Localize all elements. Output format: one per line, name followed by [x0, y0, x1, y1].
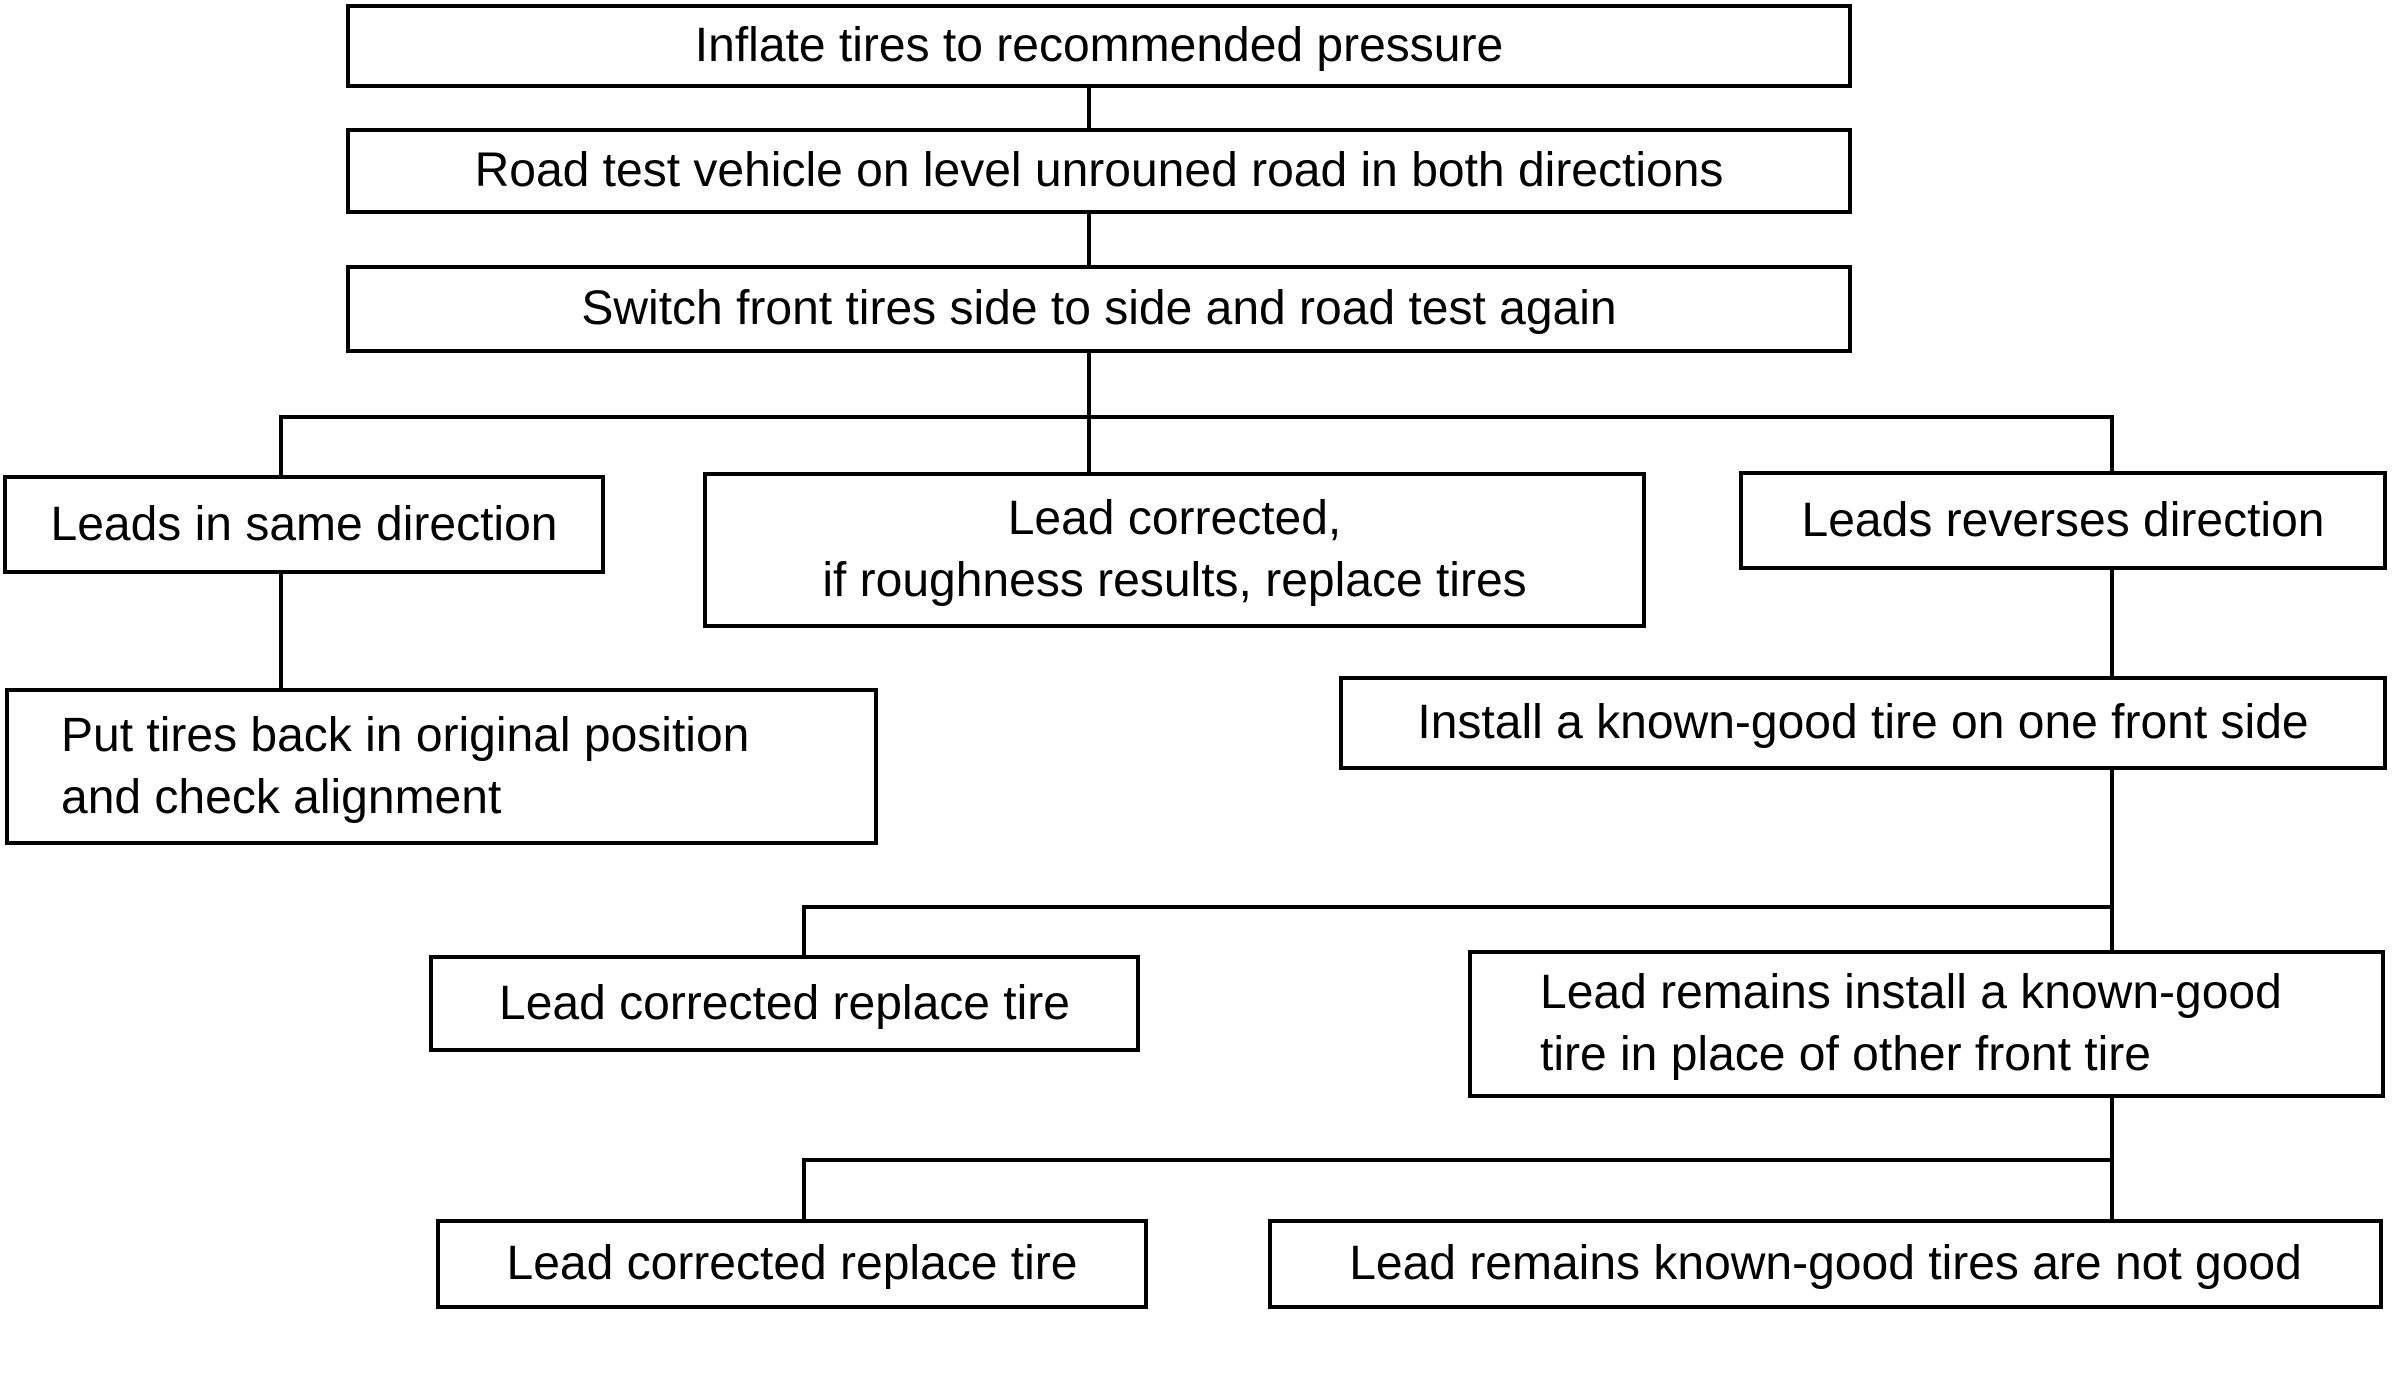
node-lead-corrected-roughness: Lead corrected, if roughness results, re… — [703, 472, 1646, 628]
connector-branch3-to-lead-corrected-2 — [802, 1158, 806, 1219]
connector-branch2-to-lead-remains-install — [2110, 905, 2114, 950]
node-lead-corrected-replace-tire-1: Lead corrected replace tire — [429, 955, 1140, 1052]
node-lead-corrected-replace-tire-2: Lead corrected replace tire — [436, 1219, 1148, 1309]
connector-switch-to-branch — [1087, 353, 1091, 417]
connector-branch3-horizontal — [802, 1158, 2114, 1162]
node-put-tires-back: Put tires back in original position and … — [5, 688, 878, 845]
connector-lead-remains-to-branch3 — [2110, 1098, 2114, 1158]
node-lead-remains-not-good: Lead remains known-good tires are not go… — [1268, 1219, 2383, 1309]
connector-install-to-branch2 — [2110, 770, 2114, 905]
node-lead-remains-install-other: Lead remains install a known-good tire i… — [1468, 950, 2385, 1098]
node-road-test: Road test vehicle on level unrouned road… — [346, 128, 1852, 214]
connector-branch2-to-lead-corrected-1 — [802, 905, 806, 955]
node-install-known-good-tire: Install a known-good tire on one front s… — [1339, 676, 2387, 770]
connector-branch1-horizontal — [279, 415, 2114, 419]
connector-reverses-to-install — [2110, 570, 2114, 676]
connector-branch1-to-lead-corrected — [1087, 415, 1091, 472]
connector-branch1-to-leads-same — [279, 415, 283, 475]
connector-branch1-to-leads-reverses — [2110, 415, 2114, 471]
node-leads-reverses-direction: Leads reverses direction — [1739, 471, 2387, 570]
connector-inflate-to-roadtest — [1087, 88, 1091, 128]
node-leads-same-direction: Leads in same direction — [3, 475, 605, 574]
connector-roadtest-to-switch — [1087, 214, 1091, 265]
connector-branch2-horizontal — [802, 905, 2114, 909]
node-inflate-tires: Inflate tires to recommended pressure — [346, 4, 1852, 88]
node-switch-front-tires: Switch front tires side to side and road… — [346, 265, 1852, 353]
connector-branch3-to-lead-remains-not-good — [2110, 1158, 2114, 1219]
connector-leads-same-to-put-back — [279, 574, 283, 688]
